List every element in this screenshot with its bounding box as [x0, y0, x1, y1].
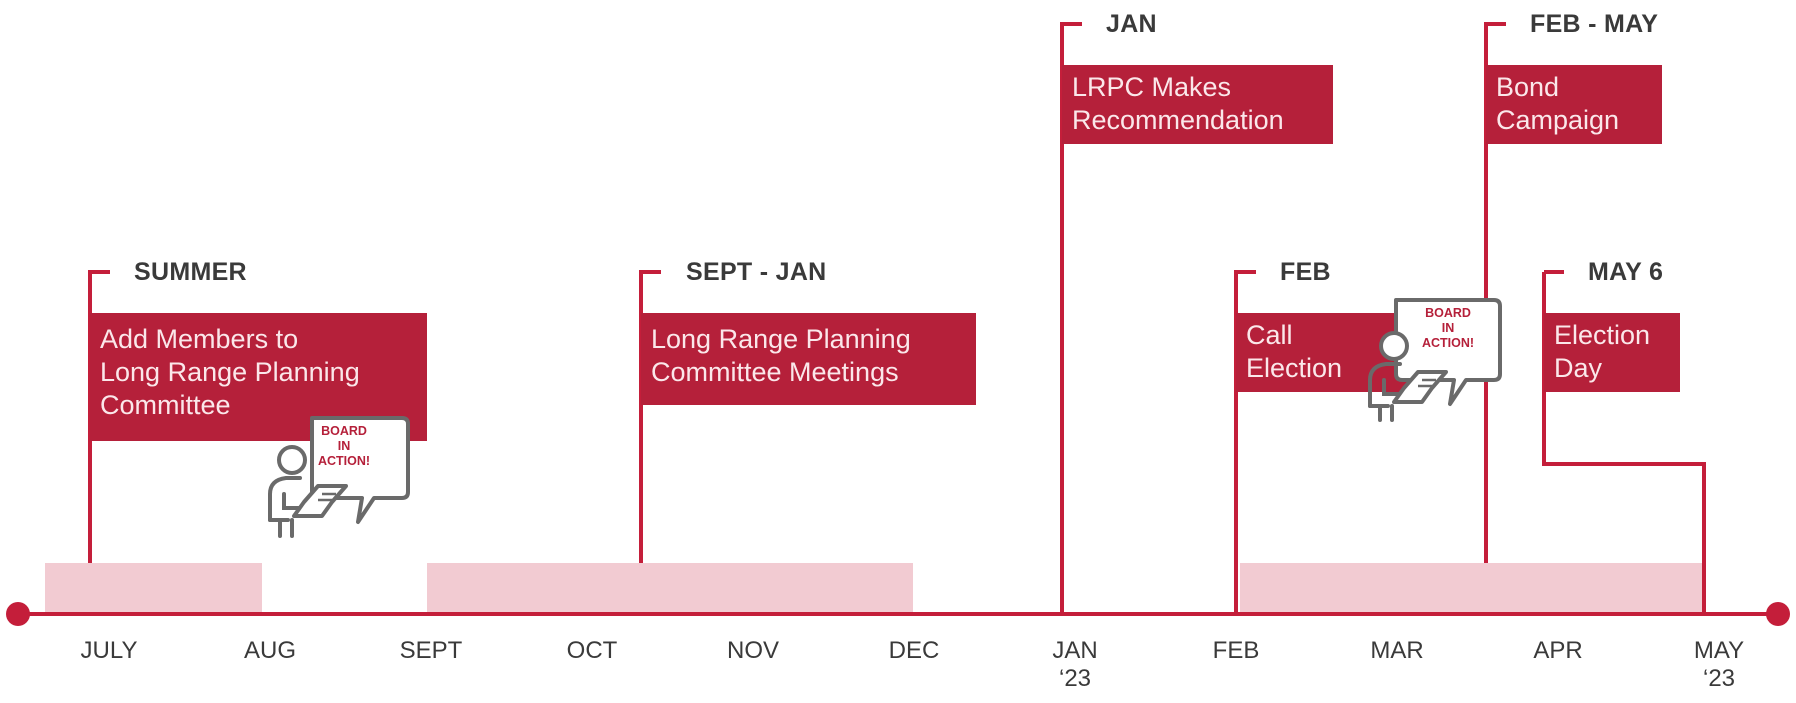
month-label-oct: OCT: [547, 637, 637, 665]
month-name: AUG: [243, 637, 296, 664]
board-member-reading-icon: [268, 416, 410, 538]
phase-text-line: Long Range Planning: [651, 324, 911, 354]
range-band-summer: [45, 563, 262, 612]
month-label-nov: NOV: [708, 637, 798, 665]
phase-text-line: Committee Meetings: [651, 357, 899, 387]
badge-line: ACTION!: [317, 454, 371, 468]
month-label-apr: APR: [1513, 637, 1603, 665]
month-name: JAN: [1052, 637, 1098, 664]
month-label-sept: SEPT: [386, 637, 476, 665]
phase-label-feb-may: FEB - MAY: [1530, 10, 1659, 38]
phase-text-line: Election: [1246, 353, 1343, 383]
month-label-aug: AUG: [225, 637, 315, 665]
badge-line: ACTION!: [1421, 336, 1475, 350]
range-band-feb-may: [1240, 563, 1703, 612]
month-name: MAY: [1693, 637, 1745, 664]
phase-text-line: Recommendation: [1072, 105, 1284, 135]
phase-label-summer: SUMMER: [134, 258, 247, 286]
badge-line: BOARD: [1425, 306, 1471, 320]
board-in-action-badge: BOARD IN ACTION!: [262, 412, 417, 542]
flag-pole-jan: [1060, 22, 1082, 614]
month-name: MAR: [1370, 637, 1424, 664]
phase-box-feb: Call Election: [1236, 313, 1408, 392]
month-name: JULY: [80, 637, 138, 664]
board-in-action-badge: BOARD IN ACTION!: [1360, 294, 1515, 424]
month-year: ‘23: [1702, 665, 1736, 692]
phase-box-jan: LRPC Makes Recommendation: [1062, 65, 1333, 144]
phase-text-line: Bond: [1496, 72, 1560, 102]
phase-text-line: Campaign: [1496, 105, 1620, 135]
board-member-reading-icon: [1368, 298, 1502, 422]
phase-label-sept-jan: SEPT - JAN: [686, 258, 827, 286]
phase-label-may6: MAY 6: [1588, 258, 1664, 286]
phase-text-line: Add Members to: [100, 324, 299, 354]
phase-text-line: Long Range Planning: [100, 357, 360, 387]
month-year: ‘23: [1058, 665, 1092, 692]
phase-box-may6: Election Day: [1544, 313, 1680, 392]
month-name: APR: [1533, 637, 1583, 664]
flag-pole-feb-may: [1484, 22, 1506, 563]
phase-text-line: Call: [1246, 320, 1293, 350]
month-label-july: JULY: [64, 637, 154, 665]
phase-label-jan: JAN: [1106, 10, 1157, 38]
month-label-feb: FEB: [1191, 637, 1281, 665]
flag-pole-sept-jan: [639, 270, 661, 563]
badge-line: IN: [337, 439, 351, 453]
range-band-sept-dec: [427, 563, 913, 612]
phase-text-line: Committee: [100, 390, 231, 420]
month-label-may: MAY ‘23: [1674, 637, 1764, 693]
phase-text-line: LRPC Makes: [1072, 72, 1232, 102]
month-name: FEB: [1212, 637, 1260, 664]
month-name: OCT: [566, 637, 618, 664]
month-name: NOV: [726, 637, 779, 664]
flag-pole-feb: [1234, 270, 1256, 614]
phase-box-feb-may: Bond Campaign: [1486, 65, 1662, 144]
month-name: DEC: [888, 637, 940, 664]
badge-line: IN: [1441, 321, 1455, 335]
board-in-action-text: BOARD IN ACTION!: [1418, 306, 1478, 351]
month-label-jan: JAN ‘23: [1030, 637, 1120, 693]
flag-pole-summer: [88, 270, 110, 563]
phase-box-sept-jan: Long Range Planning Committee Meetings: [641, 313, 976, 405]
month-name: SEPT: [399, 637, 463, 664]
month-label-mar: MAR: [1352, 637, 1442, 665]
phase-label-feb: FEB: [1280, 258, 1331, 286]
month-label-dec: DEC: [869, 637, 959, 665]
axis-end-dot: [1766, 602, 1790, 626]
badge-line: BOARD: [321, 424, 367, 438]
phase-text-line: Election: [1554, 320, 1651, 350]
board-in-action-text: BOARD IN ACTION!: [314, 424, 374, 469]
axis-start-dot: [6, 602, 30, 626]
phase-text-line: Day: [1554, 353, 1603, 383]
